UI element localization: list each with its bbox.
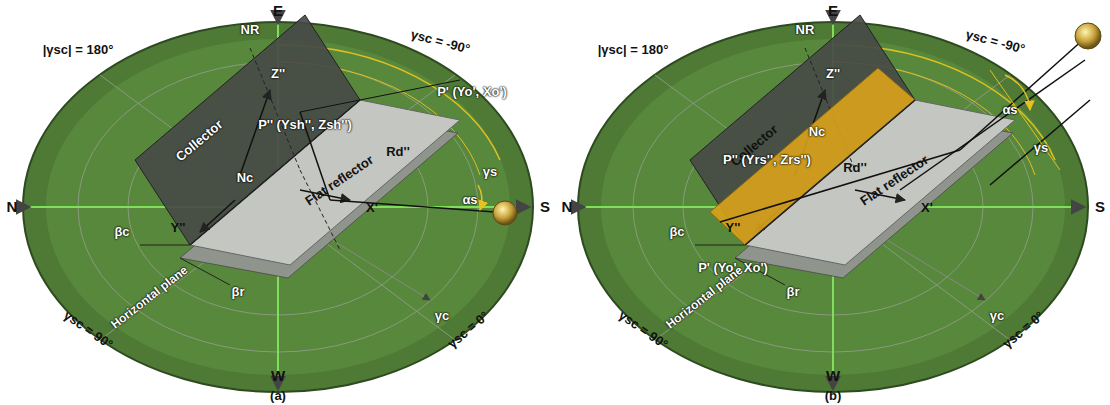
axis-label: Z'' (271, 67, 285, 81)
normal-label: Nc (809, 125, 826, 139)
compass-letter: S (1095, 199, 1105, 216)
compass-letter: W (826, 368, 840, 385)
angle-label: γc (435, 309, 449, 323)
normal-label: NR (796, 23, 815, 37)
axis-label: X' (921, 201, 933, 215)
panel-caption: (b) (825, 389, 842, 403)
angle-label: βc (669, 225, 684, 239)
angle-label: βc (114, 225, 129, 239)
point-label: P'' (Ysh'', Zsh'') (258, 118, 352, 132)
ray-label: Rd'' (843, 161, 867, 175)
angle-label: γs (1034, 141, 1048, 155)
normal-label: NR (241, 23, 260, 37)
compass-letter: N (7, 199, 18, 216)
axis-label: Z'' (826, 67, 840, 81)
compass-letter: E (273, 3, 283, 20)
point-label: P'' (Yrs'', Zrs'') (723, 153, 811, 167)
angle-label: γc (990, 309, 1004, 323)
angle-label: γs (483, 165, 497, 179)
axis-label: Y'' (171, 221, 186, 235)
point-label: P' (Yo', Xo') (437, 85, 507, 99)
axis-label: Y'' (726, 221, 741, 235)
azimuth-label: |γsc| = 180° (598, 43, 669, 57)
compass-letter: N (562, 199, 573, 216)
angle-label: βr (232, 285, 245, 299)
angle-label: βr (787, 285, 800, 299)
panel-caption: (a) (270, 389, 286, 403)
axis-label: X' (366, 201, 378, 215)
angle-label: αs (1002, 103, 1017, 117)
angle-label: αs (462, 193, 477, 207)
compass-letter: W (271, 368, 285, 385)
normal-label: Nc (237, 171, 254, 185)
compass-letter: S (540, 199, 550, 216)
ray-label: Rd'' (386, 145, 410, 159)
compass-letter: E (828, 3, 838, 20)
azimuth-label: |γsc| = 180° (43, 43, 114, 57)
